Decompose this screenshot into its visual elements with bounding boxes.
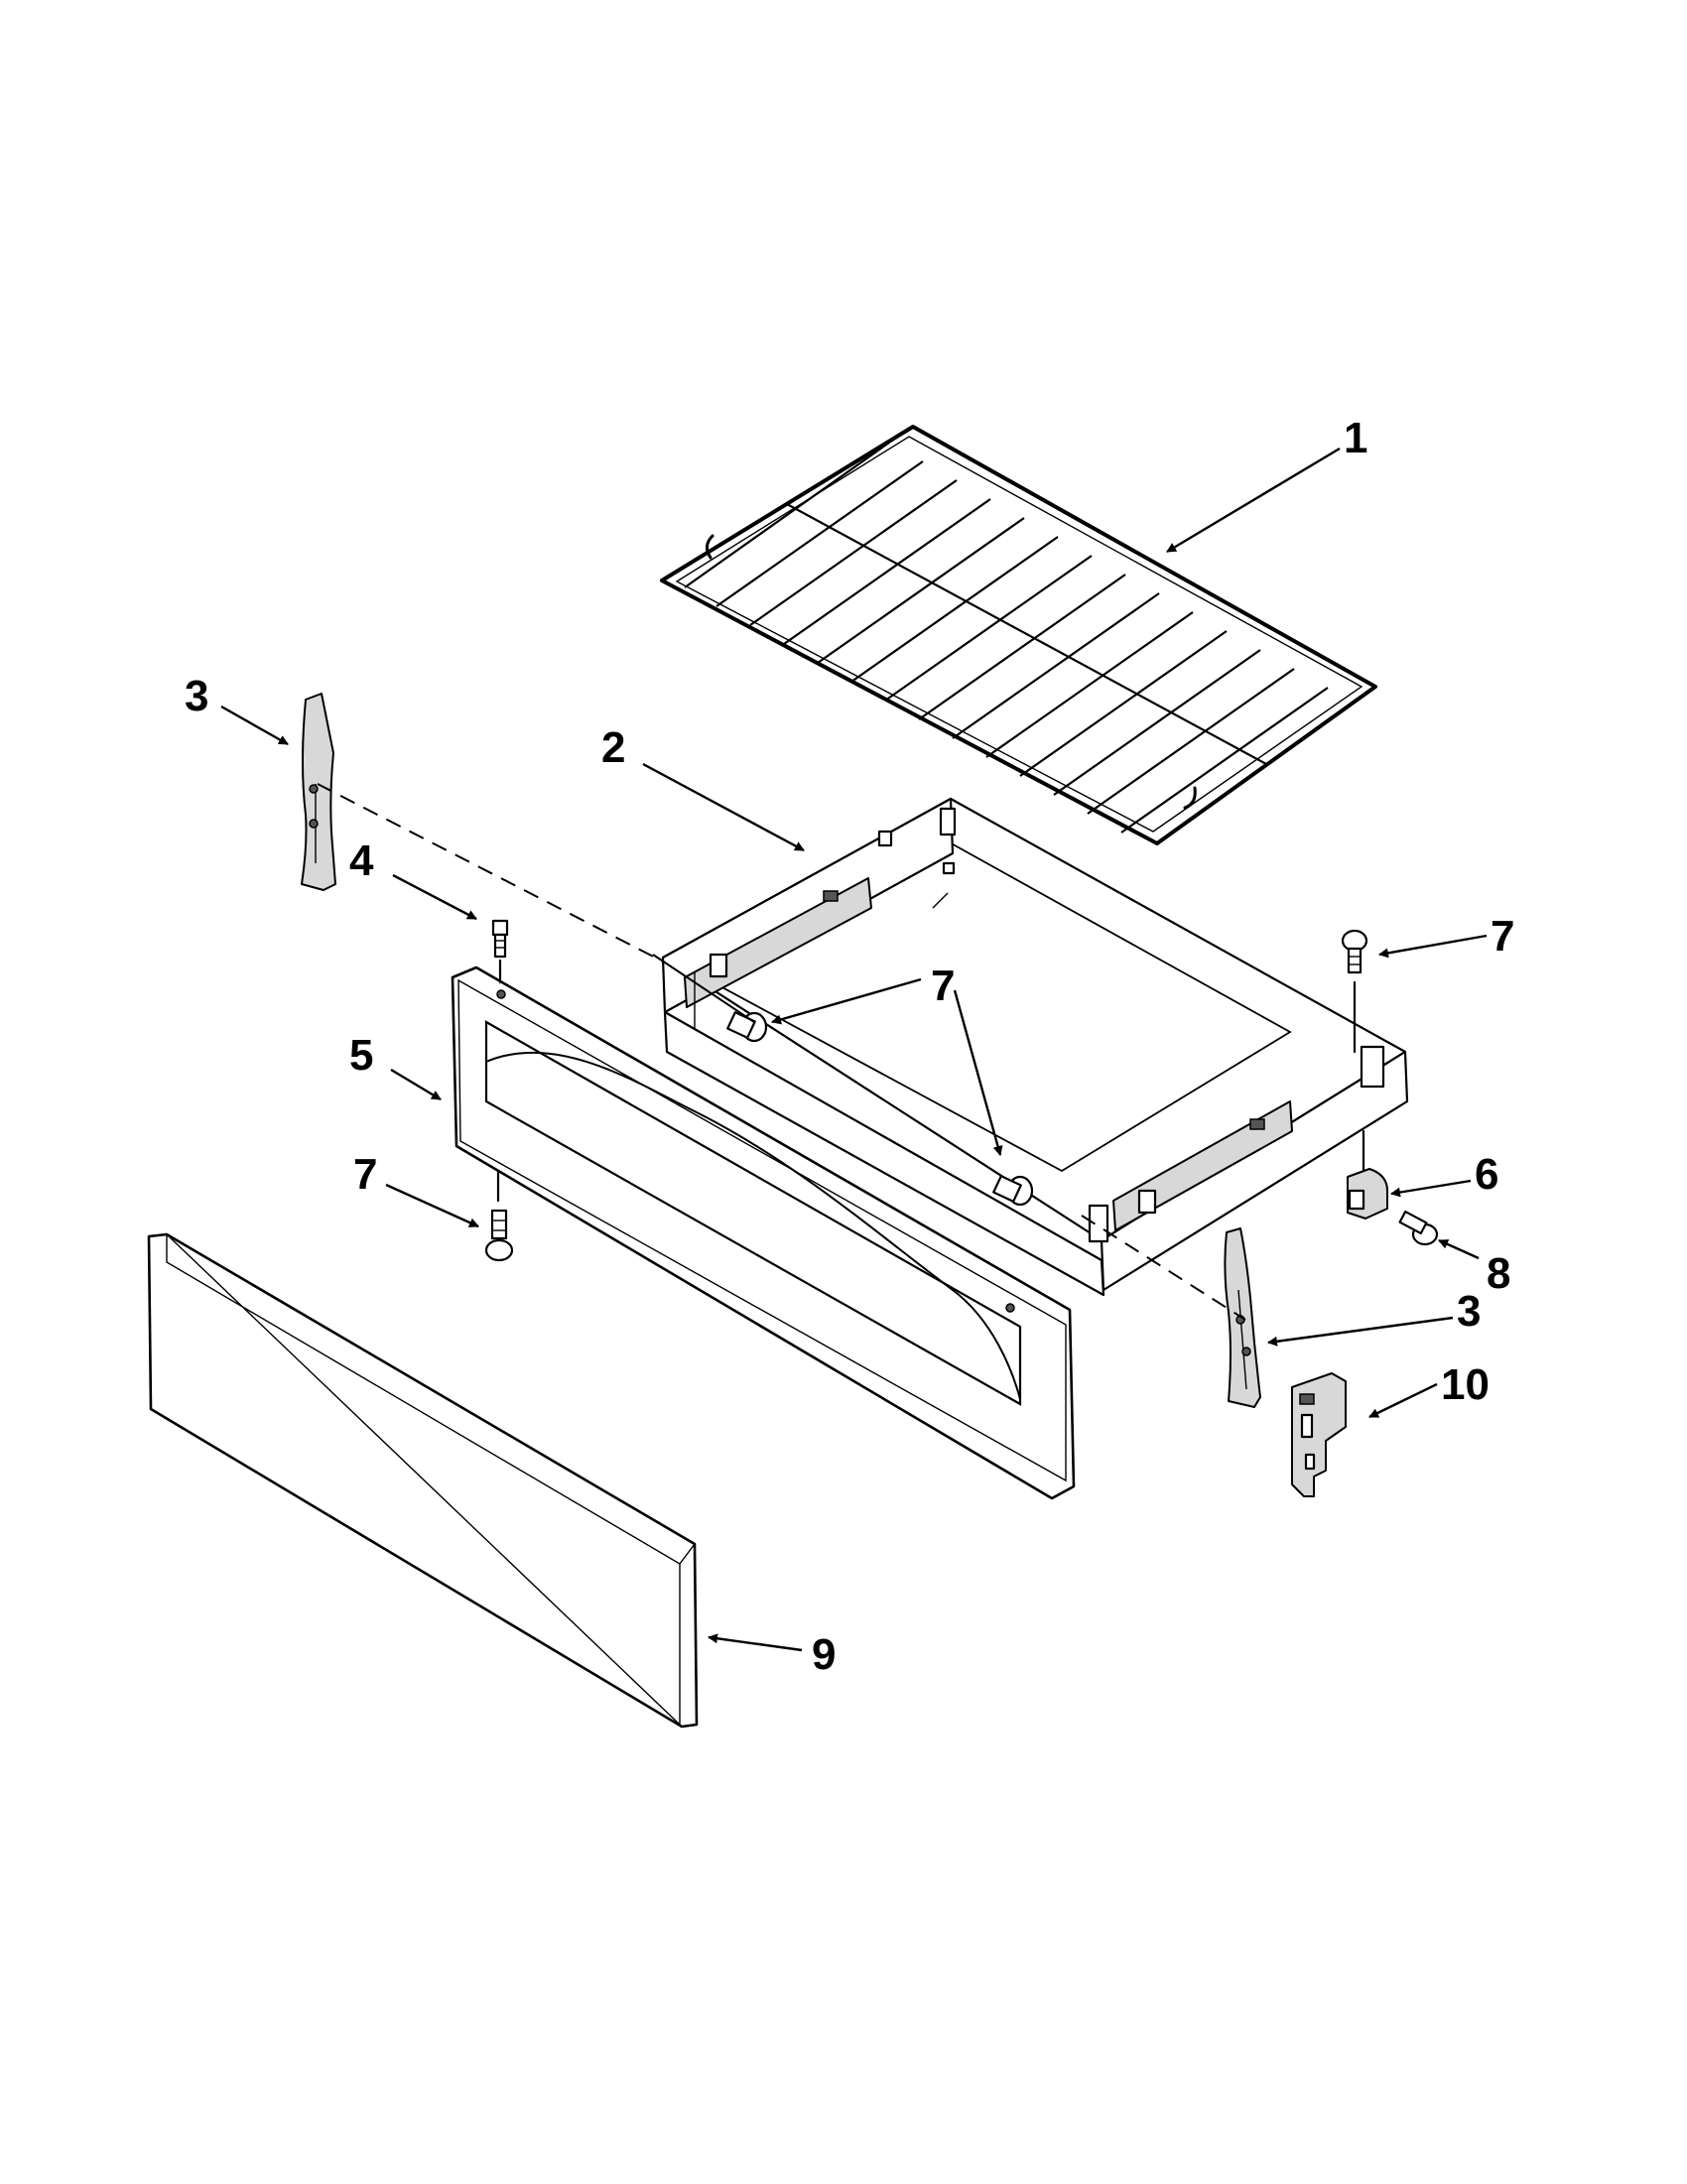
screw-right: [1341, 929, 1368, 1054]
callout-3-right: 3: [1457, 1287, 1481, 1336]
callout-3-left: 3: [185, 672, 208, 720]
callout-1: 1: [1344, 414, 1367, 462]
callout-6: 6: [1475, 1150, 1498, 1199]
drawer-panel: [147, 1232, 699, 1729]
clip: [1347, 1129, 1388, 1220]
screw-clip: [1398, 1210, 1439, 1246]
bracket: [1291, 1372, 1347, 1497]
callout-7-right: 7: [1491, 912, 1514, 961]
screw-bottom: [484, 1169, 514, 1262]
callout-8: 8: [1487, 1249, 1510, 1298]
callout-4: 4: [349, 836, 374, 885]
callout-7-pan: 7: [931, 962, 955, 1010]
drawer-front: [451, 965, 1076, 1500]
screw-pan-center: [992, 1175, 1034, 1207]
callout-9: 9: [812, 1630, 836, 1679]
callout-2: 2: [601, 723, 625, 772]
leader-lines: [220, 447, 1488, 1652]
alignment-lines: [317, 783, 1246, 1321]
callout-labels: 1 2 3 3 4 5 6 7 7 7 8 9 10: [185, 414, 1514, 1679]
screw-top: [491, 919, 509, 984]
drawer-pan: [661, 797, 1409, 1297]
callout-7-bottom: 7: [353, 1150, 377, 1199]
callout-10: 10: [1441, 1360, 1490, 1409]
drawer-slide-left: [301, 693, 336, 891]
callout-5: 5: [349, 1031, 373, 1080]
oven-rack: [660, 425, 1377, 845]
